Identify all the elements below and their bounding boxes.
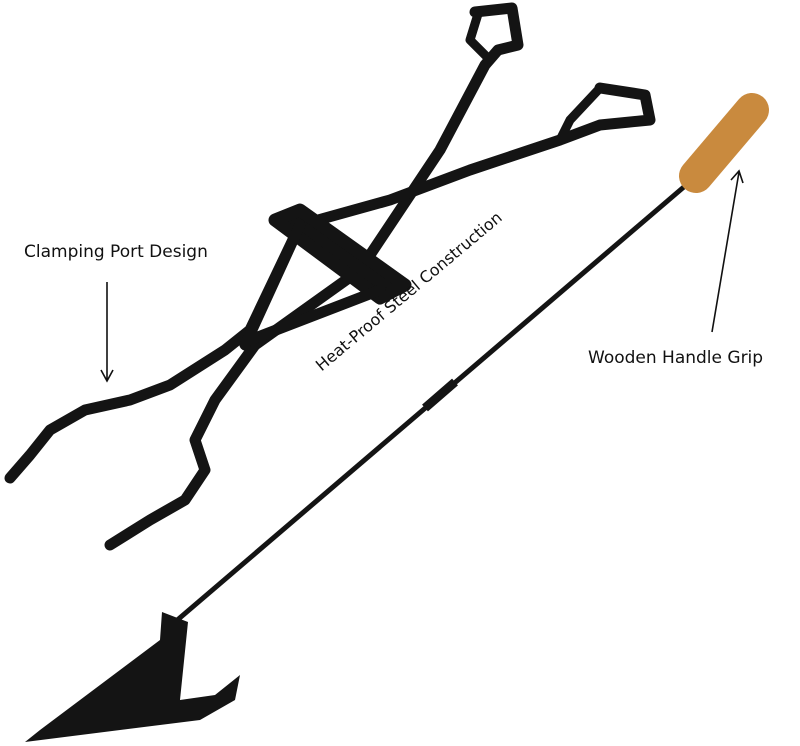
fire-poker <box>25 93 769 742</box>
annotation-handle: Wooden Handle Grip <box>588 348 764 368</box>
tong-arm-back <box>4 82 656 484</box>
arrow-up-icon <box>711 169 744 333</box>
tong-arm-front <box>104 2 524 551</box>
fire-tongs <box>4 2 656 551</box>
annotation-arrows <box>100 169 744 383</box>
arrow-down-icon <box>100 282 114 383</box>
poker-grip-sleeve <box>422 378 458 412</box>
tong-cross-bar <box>239 219 386 351</box>
wooden-handle <box>679 93 769 193</box>
poker-hook <box>25 612 240 742</box>
tong-loop-front <box>465 9 495 65</box>
tong-hinge-plate <box>268 203 412 305</box>
annotation-clamping: Clamping Port Design <box>24 242 208 262</box>
tong-loop-back <box>555 83 605 145</box>
